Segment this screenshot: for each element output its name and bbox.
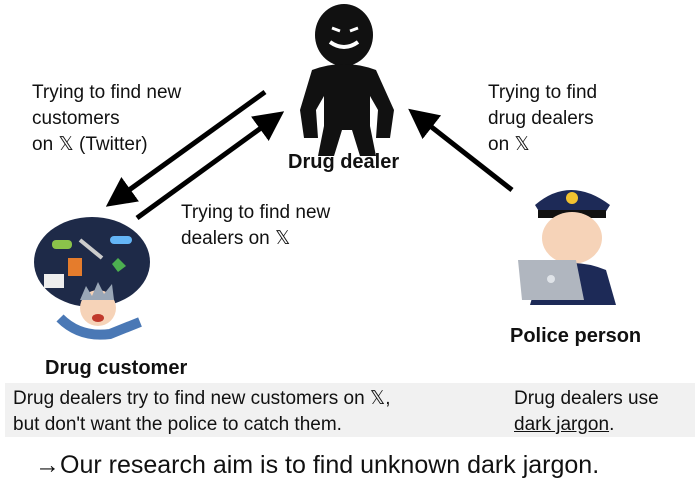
text-line: Trying to find new [181, 202, 331, 223]
dealer-label: Drug dealer [288, 151, 400, 173]
arrow-dealer-to-customer [105, 89, 267, 207]
text-line: drug dealers [488, 108, 594, 129]
dealer-to-customer-text: Trying to find new customers on 𝕏 (Twitt… [32, 80, 181, 158]
summary-box [5, 383, 695, 437]
customer-label: Drug customer [45, 357, 188, 379]
text-line: but don't want the police to catch them. [13, 414, 342, 435]
arrow-customer-to-dealer [135, 111, 285, 221]
text-line: on 𝕏 [488, 134, 530, 155]
text-line: Trying to find [488, 82, 598, 103]
police-label: Police person [510, 325, 642, 347]
text-line: dark jargon. [514, 412, 659, 438]
police-to-dealer-text: Trying to find drug dealers on 𝕏 [488, 80, 597, 158]
arrow-police-to-dealer [408, 108, 514, 192]
text-line: customers [32, 108, 120, 129]
period: . [609, 414, 615, 435]
dark-jargon-term: dark jargon [514, 414, 610, 435]
text-line: on 𝕏 (Twitter) [32, 134, 148, 155]
text-line: Drug dealers use [514, 388, 659, 409]
research-aim: →Our research aim is to find unknown dar… [35, 451, 600, 479]
summary-left: Drug dealers try to find new customers o… [13, 386, 391, 438]
drug-dealer-illustration [300, 4, 394, 156]
summary-right: Drug dealers use dark jargon. [514, 386, 659, 438]
text-line: Drug dealers try to find new customers o… [13, 388, 391, 409]
text-line: dealers on 𝕏 [181, 228, 291, 249]
police-person-illustration [518, 190, 616, 305]
text-line: Trying to find new [32, 82, 182, 103]
drug-customer-illustration [34, 217, 150, 340]
customer-to-dealer-text: Trying to find new dealers on 𝕏 [181, 200, 330, 252]
